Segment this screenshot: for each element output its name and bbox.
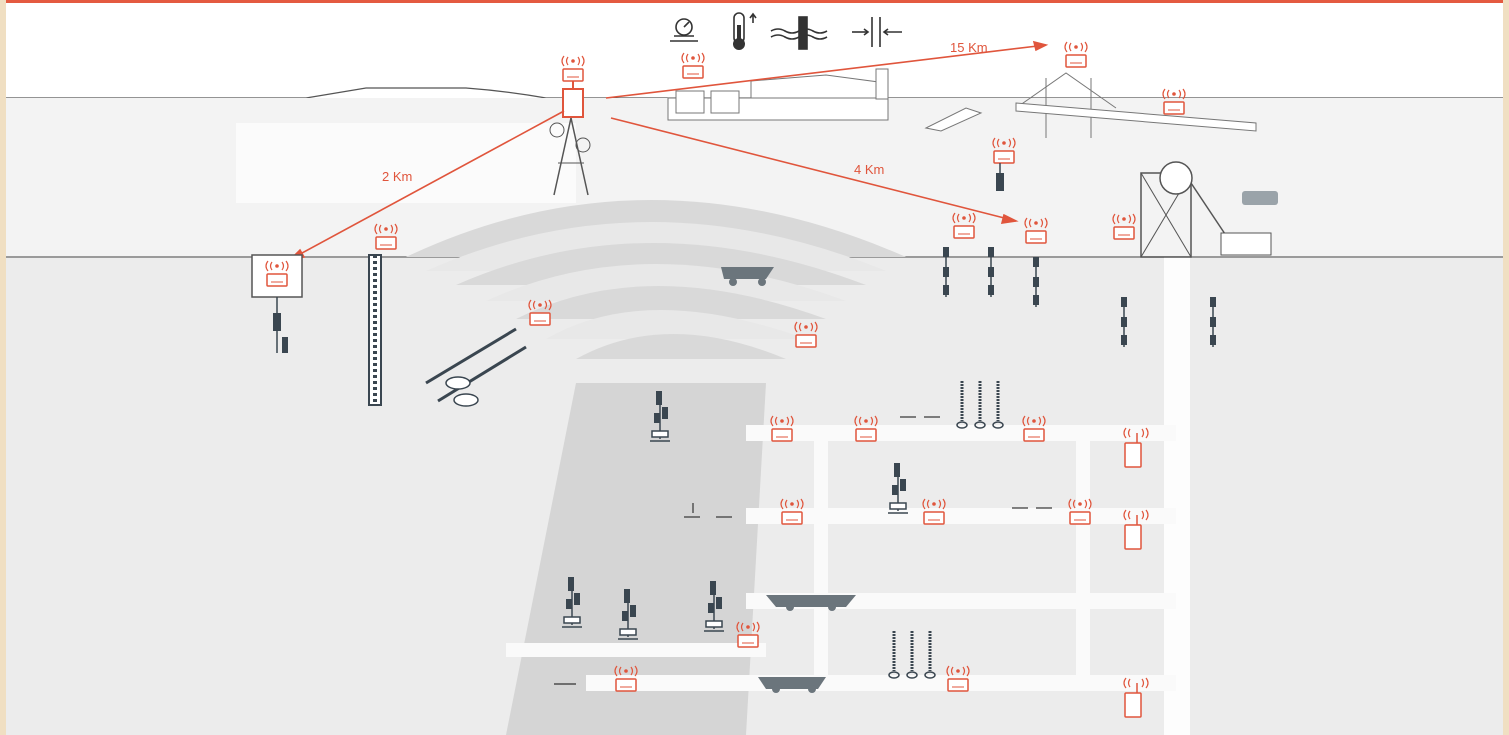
distance-label-2km: 2 Km [382,169,412,184]
headframe-conveyor [1015,72,1257,138]
radio-node [1162,88,1186,115]
water-level-icon [770,16,828,50]
gateway-tower [549,55,591,196]
loader-icon [766,595,856,611]
radio-node [681,52,705,79]
convergence-arrows [554,416,1052,685]
piezometer-string [1032,256,1040,308]
diagram-canvas: 15 Km 2 Km 4 Km [6,0,1503,735]
mine-monitoring-diagram: 15 Km 2 Km 4 Km [6,12,1503,735]
piezometer-string [987,246,995,298]
pressure-gauge-icon [670,18,698,42]
distance-label-4km: 4 Km [854,162,884,177]
vehicle-icon [1242,191,1278,205]
piezometer-string [942,246,950,298]
datalogger-box [251,254,303,353]
thermometer-up-icon [733,12,757,50]
mine-shaft [1164,257,1190,735]
piezometer-string [1120,296,1128,348]
radio-links [288,40,1049,261]
water-level-sensor [996,163,1004,191]
surface-line [6,87,1503,99]
slope-anchor [425,327,527,407]
haul-truck-icon [721,267,774,286]
convergence-icon [852,17,902,47]
open-pit [406,200,906,359]
inclinometer-column [368,254,382,406]
distance-label-15km: 15 Km [950,40,988,55]
radio-node [1064,41,1088,68]
processing-plant [667,68,983,132]
surface-pad [236,123,576,203]
shaft-headframe [1140,161,1272,258]
piezometer-string [1209,296,1217,348]
loader-icon [758,677,826,693]
